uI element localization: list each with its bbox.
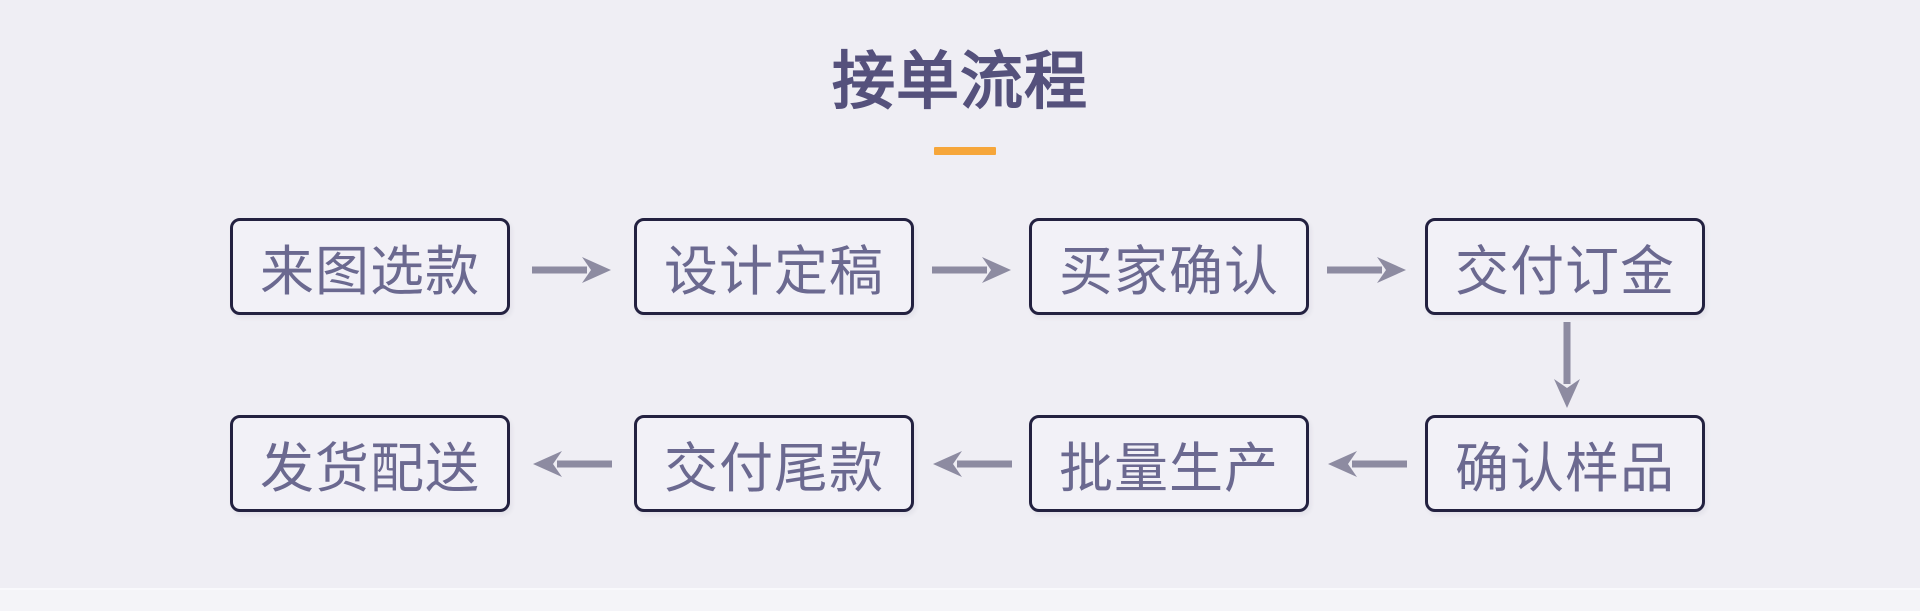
flow-step-1-box: 来图选款 — [230, 218, 510, 315]
flow-step-6-box: 批量生产 — [1029, 415, 1309, 512]
flow-step-6-label: 批量生产 — [1059, 437, 1279, 500]
flow-step-5-label: 确认样品 — [1455, 437, 1675, 500]
title-underline — [934, 147, 996, 155]
footer-strip — [0, 588, 1920, 611]
arrow-right-icon — [932, 255, 1012, 285]
arrow-down-icon — [1552, 322, 1582, 410]
arrow-right-icon — [532, 255, 612, 285]
flow-step-4-box: 交付订金 — [1425, 218, 1705, 315]
arrow-left-icon — [932, 449, 1012, 479]
flow-step-3-label: 买家确认 — [1059, 240, 1279, 303]
flow-step-4-label: 交付订金 — [1455, 240, 1675, 303]
flow-step-2-box: 设计定稿 — [634, 218, 914, 315]
flow-step-7-label: 交付尾款 — [664, 437, 884, 500]
flow-step-5-box: 确认样品 — [1425, 415, 1705, 512]
flow-step-8-label: 发货配送 — [260, 437, 480, 500]
flow-step-1-label: 来图选款 — [260, 240, 480, 303]
flow-step-2-label: 设计定稿 — [664, 240, 884, 303]
page-title: 接单流程 — [832, 44, 1088, 118]
flow-step-8-box: 发货配送 — [230, 415, 510, 512]
arrow-right-icon — [1327, 255, 1407, 285]
arrow-left-icon — [532, 449, 612, 479]
flow-step-7-box: 交付尾款 — [634, 415, 914, 512]
arrow-left-icon — [1327, 449, 1407, 479]
flow-step-3-box: 买家确认 — [1029, 218, 1309, 315]
